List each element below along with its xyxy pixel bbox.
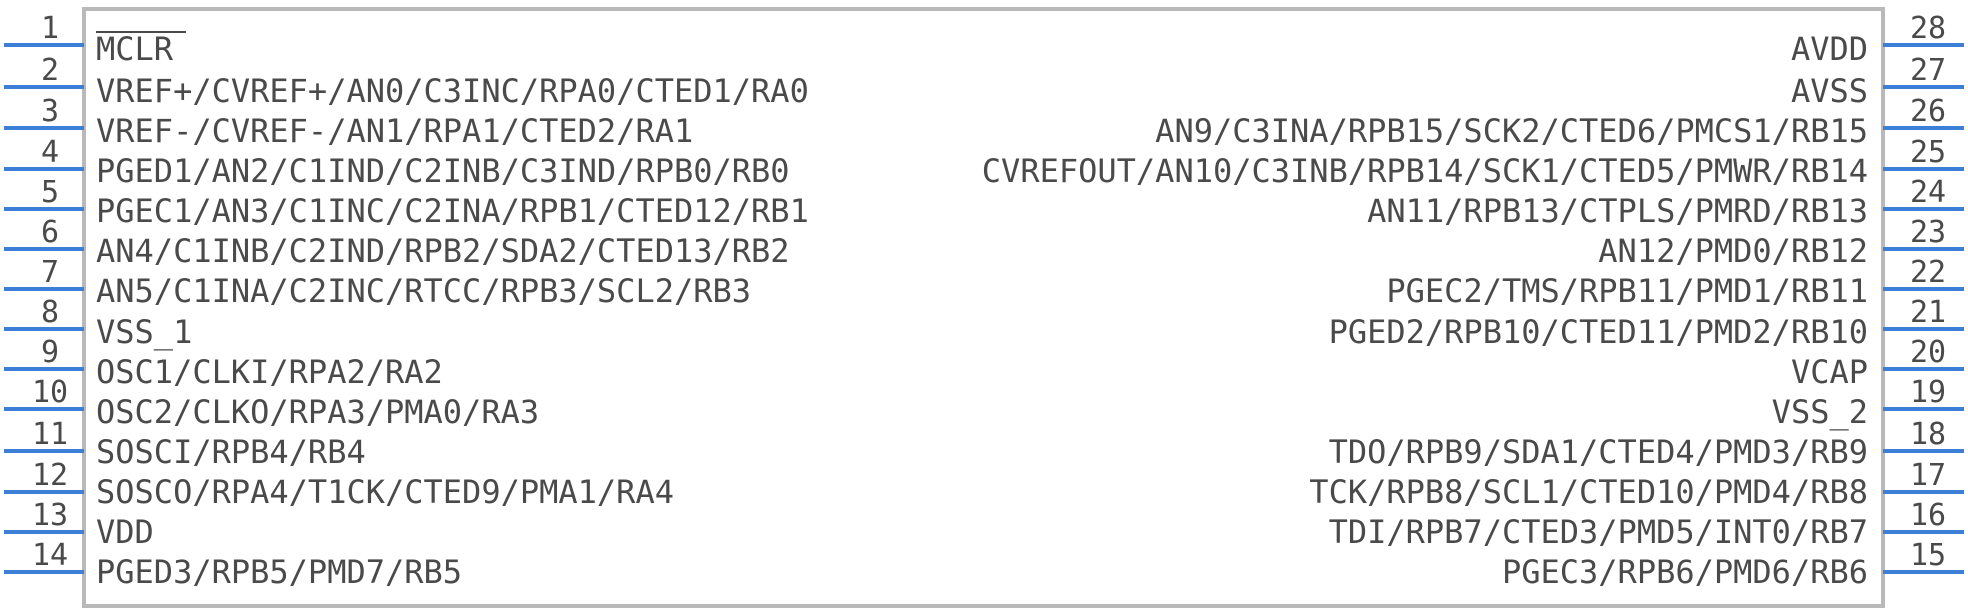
pin-name-28: AVDD: [1791, 30, 1868, 68]
pin-number-20: 20: [1910, 335, 1946, 370]
ic-body: [82, 7, 1885, 608]
pin-number-11: 11: [32, 417, 68, 452]
pin-number-6: 6: [41, 215, 59, 250]
pin-name-15: PGEC3/RPB6/PMD6/RB6: [1502, 553, 1868, 591]
pin-number-17: 17: [1910, 458, 1946, 493]
pin-number-13: 13: [32, 498, 68, 533]
pin-number-16: 16: [1910, 498, 1946, 533]
pin-name-9: OSC1/CLKI/RPA2/RA2: [96, 353, 443, 391]
pin-number-1: 1: [41, 11, 59, 46]
pin-name-14: PGED3/RPB5/PMD7/RB5: [96, 553, 462, 591]
pin-number-27: 27: [1910, 53, 1946, 88]
pin-number-18: 18: [1910, 417, 1946, 452]
pin-number-14: 14: [32, 538, 68, 573]
pin-number-2: 2: [41, 53, 59, 88]
pin-name-19: VSS_2: [1772, 393, 1868, 431]
pin-name-23: AN12/PMD0/RB12: [1598, 232, 1868, 270]
pin-name-13: VDD: [96, 513, 154, 551]
pin-number-21: 21: [1910, 295, 1946, 330]
pin-name-21: PGED2/RPB10/CTED11/PMD2/RB10: [1329, 313, 1868, 351]
pin-name-18: TDO/RPB9/SDA1/CTED4/PMD3/RB9: [1329, 433, 1868, 471]
pin-name-25: CVREFOUT/AN10/C3INB/RPB14/SCK1/CTED5/PMW…: [982, 152, 1868, 190]
pin-number-23: 23: [1910, 215, 1946, 250]
pin-name-27: AVSS: [1791, 72, 1868, 110]
pin-number-15: 15: [1910, 538, 1946, 573]
pin-name-8: VSS_1: [96, 313, 192, 351]
pin-number-10: 10: [32, 375, 68, 410]
pin-name-24: AN11/RPB13/CTPLS/PMRD/RB13: [1367, 192, 1868, 230]
pin-name-11: SOSCI/RPB4/RB4: [96, 433, 366, 471]
pin-name-22: PGEC2/TMS/RPB11/PMD1/RB11: [1386, 272, 1868, 310]
pin-number-4: 4: [41, 135, 59, 170]
pin-number-25: 25: [1910, 135, 1946, 170]
pin-name-3: VREF-/CVREF-/AN1/RPA1/CTED2/RA1: [96, 112, 693, 150]
pin-number-26: 26: [1910, 94, 1946, 129]
pin-name-17: TCK/RPB8/SCL1/CTED10/PMD4/RB8: [1309, 473, 1868, 511]
pin-number-22: 22: [1910, 255, 1946, 290]
pin-name-5: PGEC1/AN3/C1INC/C2INA/RPB1/CTED12/RB1: [96, 192, 809, 230]
pin-number-28: 28: [1910, 11, 1946, 46]
pin-number-12: 12: [32, 458, 68, 493]
pin-name-26: AN9/C3INA/RPB15/SCK2/CTED6/PMCS1/RB15: [1155, 112, 1868, 150]
pin-name-7: AN5/C1INA/C2INC/RTCC/RPB3/SCL2/RB3: [96, 272, 751, 310]
pin-number-3: 3: [41, 94, 59, 129]
pin-name-1: MCLR: [96, 30, 174, 68]
pin-name-16: TDI/RPB7/CTED3/PMD5/INT0/RB7: [1329, 513, 1868, 551]
pin-number-9: 9: [41, 335, 59, 370]
pin-name-4: PGED1/AN2/C1IND/C2INB/C3IND/RPB0/RB0: [96, 152, 790, 190]
pin-name-12: SOSCO/RPA4/T1CK/CTED9/PMA1/RA4: [96, 473, 674, 511]
pin-name-10: OSC2/CLKO/RPA3/PMA0/RA3: [96, 393, 539, 431]
pin-name-2: VREF+/CVREF+/AN0/C3INC/RPA0/CTED1/RA0: [96, 72, 809, 110]
pin-number-8: 8: [41, 295, 59, 330]
pin-name-20: VCAP: [1791, 353, 1868, 391]
pin-number-7: 7: [41, 255, 59, 290]
pin-number-5: 5: [41, 175, 59, 210]
pin-name-6: AN4/C1INB/C2IND/RPB2/SDA2/CTED13/RB2: [96, 232, 790, 270]
pin-number-19: 19: [1910, 375, 1946, 410]
pin-number-24: 24: [1910, 175, 1946, 210]
